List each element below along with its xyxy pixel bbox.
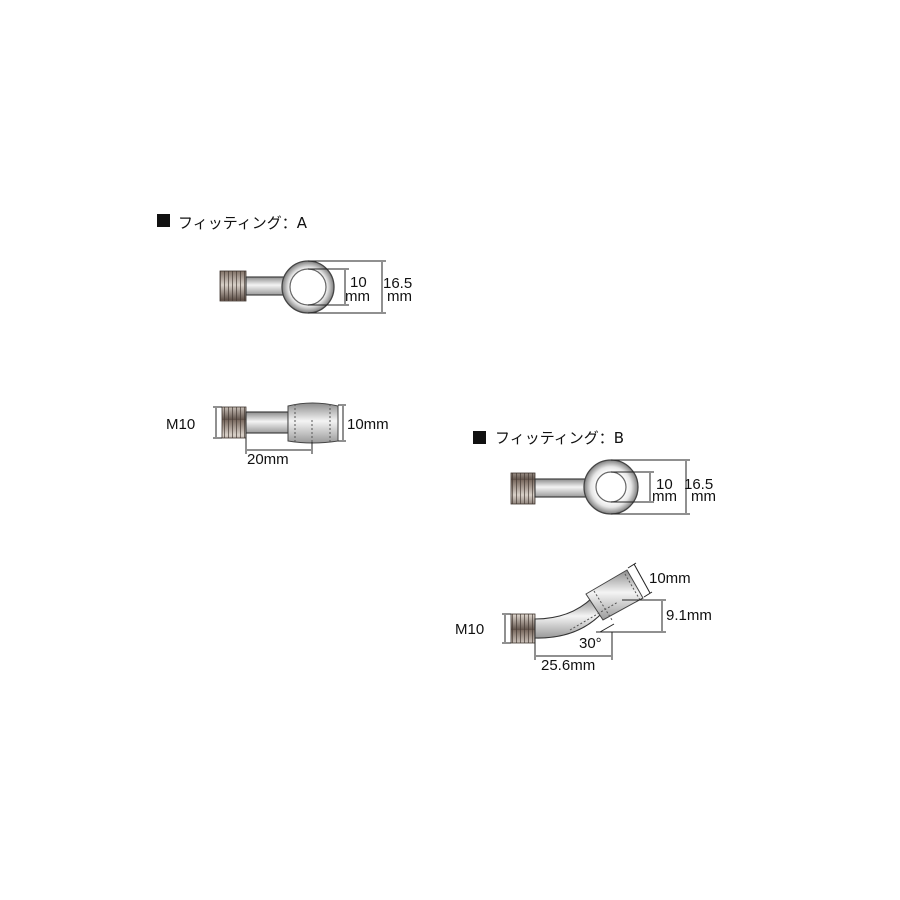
bullet-square-icon (157, 214, 170, 227)
fitting-a-side-view: M10 10mm 20mm (166, 402, 389, 468)
banjo-ring-inner (595, 471, 627, 503)
dim-a-outer-value: 16.5 (383, 275, 412, 292)
dim-a-length: 20mm (247, 451, 289, 468)
thread-stub (510, 613, 536, 644)
dim-b-thickness: 10mm (649, 570, 691, 587)
dim-a-inner-value: 10 (350, 274, 367, 291)
dim-a-thickness: 10mm (347, 416, 389, 433)
dim-b-angle: 30° (579, 635, 602, 652)
dim-b-height: 9.1mm (666, 607, 712, 624)
dim-b-outer-unit: mm (691, 488, 716, 505)
fitting-a-section: フィッティング：A 10 mm 16.5 mm (157, 214, 412, 468)
bullet-square-icon (473, 431, 486, 444)
dim-b-inner-unit: mm (652, 488, 677, 505)
dim-b-length: 25.6mm (541, 657, 595, 674)
fitting-b-section: フィッティング：B 10 mm 16.5 mm (455, 429, 716, 674)
thread-stub (219, 270, 247, 302)
pipe-stem (534, 478, 590, 498)
dim-b-inner-value: 10 (656, 476, 673, 493)
fitting-a-title: フィッティング：A (178, 214, 308, 232)
dim-b-thread: M10 (455, 621, 484, 638)
pipe-stem (245, 411, 289, 434)
thread-stub (510, 472, 536, 505)
banjo-body (585, 569, 644, 621)
fitting-b-top-view: 10 mm 16.5 mm (510, 459, 716, 515)
dim-b-outer-value: 16.5 (684, 476, 713, 493)
fitting-b-title: フィッティング：B (495, 429, 624, 447)
dim-a-thread: M10 (166, 416, 195, 433)
dim-a-inner-unit: mm (345, 288, 370, 305)
banjo-ring-inner (289, 268, 327, 306)
thread-stub (221, 406, 247, 439)
fitting-a-top-view: 10 mm 16.5 mm (219, 260, 412, 314)
dim-a-outer-unit: mm (387, 288, 412, 305)
fitting-b-side-view: M10 10mm 9.1mm 30° 25.6mm (455, 562, 712, 674)
